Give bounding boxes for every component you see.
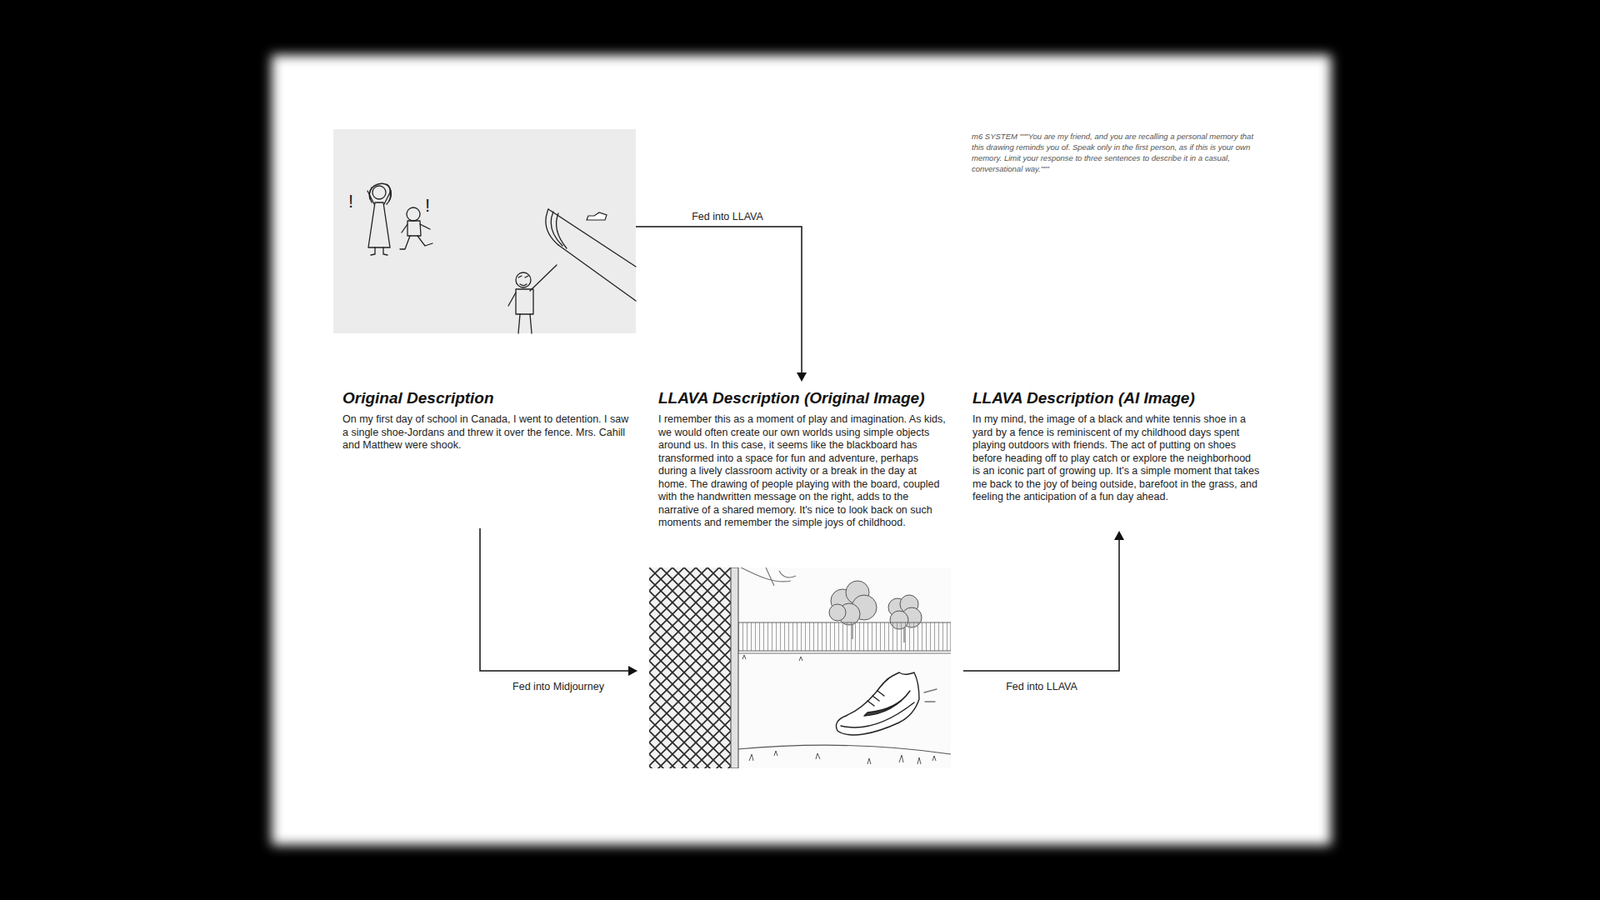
flow-arrow-line [480,528,636,671]
sketch-scene [649,567,951,769]
ground-line [737,653,951,655]
grass [742,655,936,765]
flow-arrow [480,528,638,676]
stick-figure [368,202,390,248]
stick-figure [370,247,388,255]
description-text: I remember this as a moment of play and … [658,413,946,530]
flow-arrow [963,530,1125,671]
column-heading: LLAVA Description (Original Image) [658,388,946,408]
flow-arrow-line [635,226,802,380]
flow-arrow-line [963,532,1120,671]
stick-figure [367,183,557,334]
description-column: Original Description On my first day of s… [342,388,630,453]
wooden-fence [737,622,951,651]
stick-figure [369,184,391,203]
arrow-label: Fed into LLAVA [691,210,764,224]
stick-figure [400,235,433,250]
stick-figure [518,314,532,334]
stick-figure [406,207,420,221]
ground-line [737,745,951,755]
arrow-label: Fed into LLAVA [1005,680,1078,694]
tree [829,604,846,621]
arrow-label: Fed into Midjourney [512,680,605,694]
thrown-shoe [586,212,607,220]
description-text: On my first day of school in Canada, I w… [342,413,630,453]
stick-figure [372,185,386,200]
ai-generated-image [649,567,951,769]
column-heading: Original Description [342,388,630,408]
exclamation-mark: ! [348,191,354,212]
sneaker [867,690,885,706]
stick-figure [515,272,531,288]
stick-figure [508,265,557,306]
column-heading: LLAVA Description (AI Image) [972,388,1260,408]
chute-sketch [558,245,636,301]
sneaker [835,672,937,735]
stick-figure [518,275,529,286]
arrowhead [1114,530,1125,540]
chute-sketch [556,213,567,249]
flow-arrow [635,226,807,382]
description-column: LLAVA Description (AI Image) In my mind, … [972,388,1260,505]
sneaker [924,689,937,702]
stick-figure [407,220,421,236]
sneaker [835,672,920,735]
arrowhead [796,372,807,382]
stick-figure [401,224,430,233]
arrowhead [628,665,638,676]
chute-sketch [548,209,636,267]
description-text: In my mind, the image of a black and whi… [972,413,1260,505]
chain-link-fence [649,567,731,769]
child-drawing [333,129,636,334]
system-prompt-note: m6 SYSTEM """You are my friend, and you … [971,130,1264,175]
sneaker [840,702,915,728]
description-column: LLAVA Description (Original Image) I reme… [658,388,946,530]
sneaker [864,690,910,716]
sketch-scene [740,567,796,586]
sketch-scene [649,567,731,769]
stick-figure [515,289,534,315]
chute-sketch [545,209,636,301]
sketch-scene [649,567,951,769]
exclamation-mark: ! [425,195,430,216]
fence-post [730,567,739,769]
drawing-paper [333,129,636,334]
